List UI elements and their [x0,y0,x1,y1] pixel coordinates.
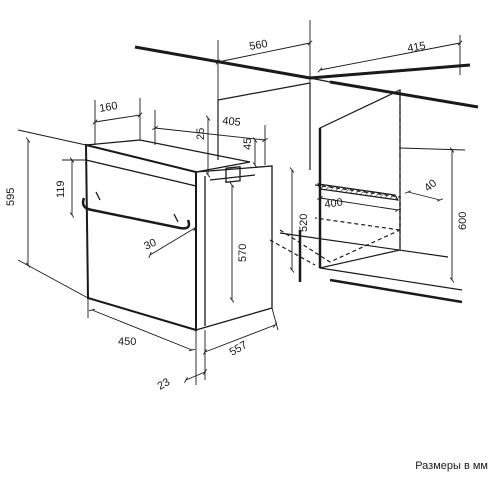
countertop-top-edge [134,45,311,80]
oven-handle [81,197,191,230]
dim-oven-total-height: 595 [5,188,17,206]
dim-handle-offset: 30 [142,237,158,253]
dim-oven-top-depth: 405 [222,115,242,129]
units-caption: Размеры в мм [415,460,488,472]
oven-vent [225,166,241,183]
dim-shelf-depth: 400 [324,197,344,211]
dim-gap-right: 45 [242,138,254,150]
dim-cabinet-side-depth: 415 [406,40,426,55]
dimension-labels: 560 415 160 405 25 45 595 119 570 520 30… [5,38,469,393]
dim-niche-height: 520 [298,214,310,232]
dim-oven-width: 450 [118,336,136,348]
dim-cabinet-top-depth: 560 [248,38,268,53]
dim-gap-top: 25 [195,128,207,140]
countertop-right-edge [329,80,479,109]
dim-door-thickness: 23 [156,376,173,393]
cabinet-niche [134,45,479,304]
dim-body-height: 570 [237,244,249,262]
oven-body [81,139,273,332]
dim-niche-total-height: 600 [457,212,469,230]
dim-oven-panel-depth: 160 [98,100,118,115]
dim-rail-height: 40 [422,177,439,194]
dim-panel-height: 119 [55,180,67,198]
dimension-lines [17,20,466,385]
